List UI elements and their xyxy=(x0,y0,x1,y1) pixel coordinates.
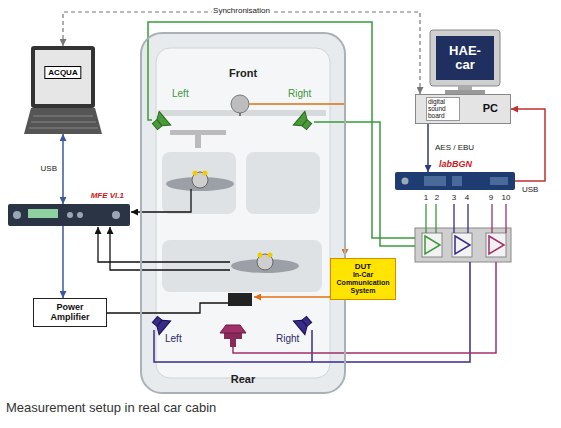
connector-label: USB xyxy=(520,185,540,194)
node-text: Power Amplifier xyxy=(38,302,102,323)
audio-link xyxy=(62,226,64,298)
car-interior xyxy=(156,48,330,378)
channel-number: 2 xyxy=(435,193,439,202)
channel-wires xyxy=(426,204,506,233)
sync-link xyxy=(63,12,420,94)
node-text: PC xyxy=(483,102,498,114)
channel-number: 9 xyxy=(489,193,493,202)
node-text: In-Car Communication System xyxy=(334,271,392,294)
laptop-node: ACQUA xyxy=(24,46,102,134)
monitor-screen: HAE-car xyxy=(436,36,494,80)
monitor xyxy=(430,30,500,86)
usb-link xyxy=(511,109,545,181)
node-text: HAE-car xyxy=(443,44,487,73)
connector-label: Synchronisation xyxy=(211,6,272,15)
connector-label: AES / EBU xyxy=(433,143,476,152)
loudspeaker xyxy=(293,111,315,133)
connector-label: USB xyxy=(39,164,59,173)
pc-box: digital sound board PC xyxy=(415,94,511,124)
usb-link xyxy=(62,134,64,204)
measurement-wires xyxy=(98,189,230,313)
rear-bench xyxy=(162,240,322,292)
amplifier-box: Power Amplifier xyxy=(33,298,107,327)
speaker-side-label: Left xyxy=(165,333,182,344)
mic-wire xyxy=(249,104,345,256)
channel-number: 1 xyxy=(424,193,428,202)
loudspeaker xyxy=(149,111,171,133)
amplifier-symbol xyxy=(489,236,504,254)
channel-number: 3 xyxy=(452,193,456,202)
node-text: Rear xyxy=(231,373,255,385)
amplifier-symbol xyxy=(425,236,440,254)
node-text: MFE VI.1 xyxy=(91,191,124,200)
channel-number: 4 xyxy=(465,193,469,202)
amplifier-symbol xyxy=(455,236,470,254)
node-text: labBGN xyxy=(439,159,472,169)
laptop xyxy=(31,46,95,108)
subwoofer xyxy=(224,333,242,339)
front-end-device xyxy=(8,204,130,226)
loudspeaker xyxy=(149,313,171,335)
artificial-mouth-front xyxy=(231,95,249,113)
node-text: DUT xyxy=(334,262,392,271)
node-text: ACQUA xyxy=(44,66,81,79)
dut-box: DUTIn-Car Communication System xyxy=(330,258,396,300)
node-text: Front xyxy=(229,67,257,79)
speaker-side-label: Right xyxy=(276,333,299,344)
channel-number: 10 xyxy=(502,193,511,202)
speaker-wire xyxy=(254,296,330,298)
front-seat xyxy=(162,152,236,214)
rear-speaker xyxy=(228,293,252,306)
front-end-node: MFE VI.1 xyxy=(8,204,130,226)
noise-generator-node: labBGN xyxy=(395,172,515,190)
amplifier-unit xyxy=(415,228,511,262)
speaker-side-label: Right xyxy=(288,88,311,99)
car-body xyxy=(141,33,345,393)
node-text: digital sound board xyxy=(426,97,460,121)
noise-generator-device xyxy=(395,172,515,190)
aes-ebu-link xyxy=(427,124,429,172)
caption: Measurement setup in real car cabin xyxy=(6,400,216,415)
speaker-side-label: Left xyxy=(172,88,189,99)
front-seat xyxy=(246,152,320,214)
